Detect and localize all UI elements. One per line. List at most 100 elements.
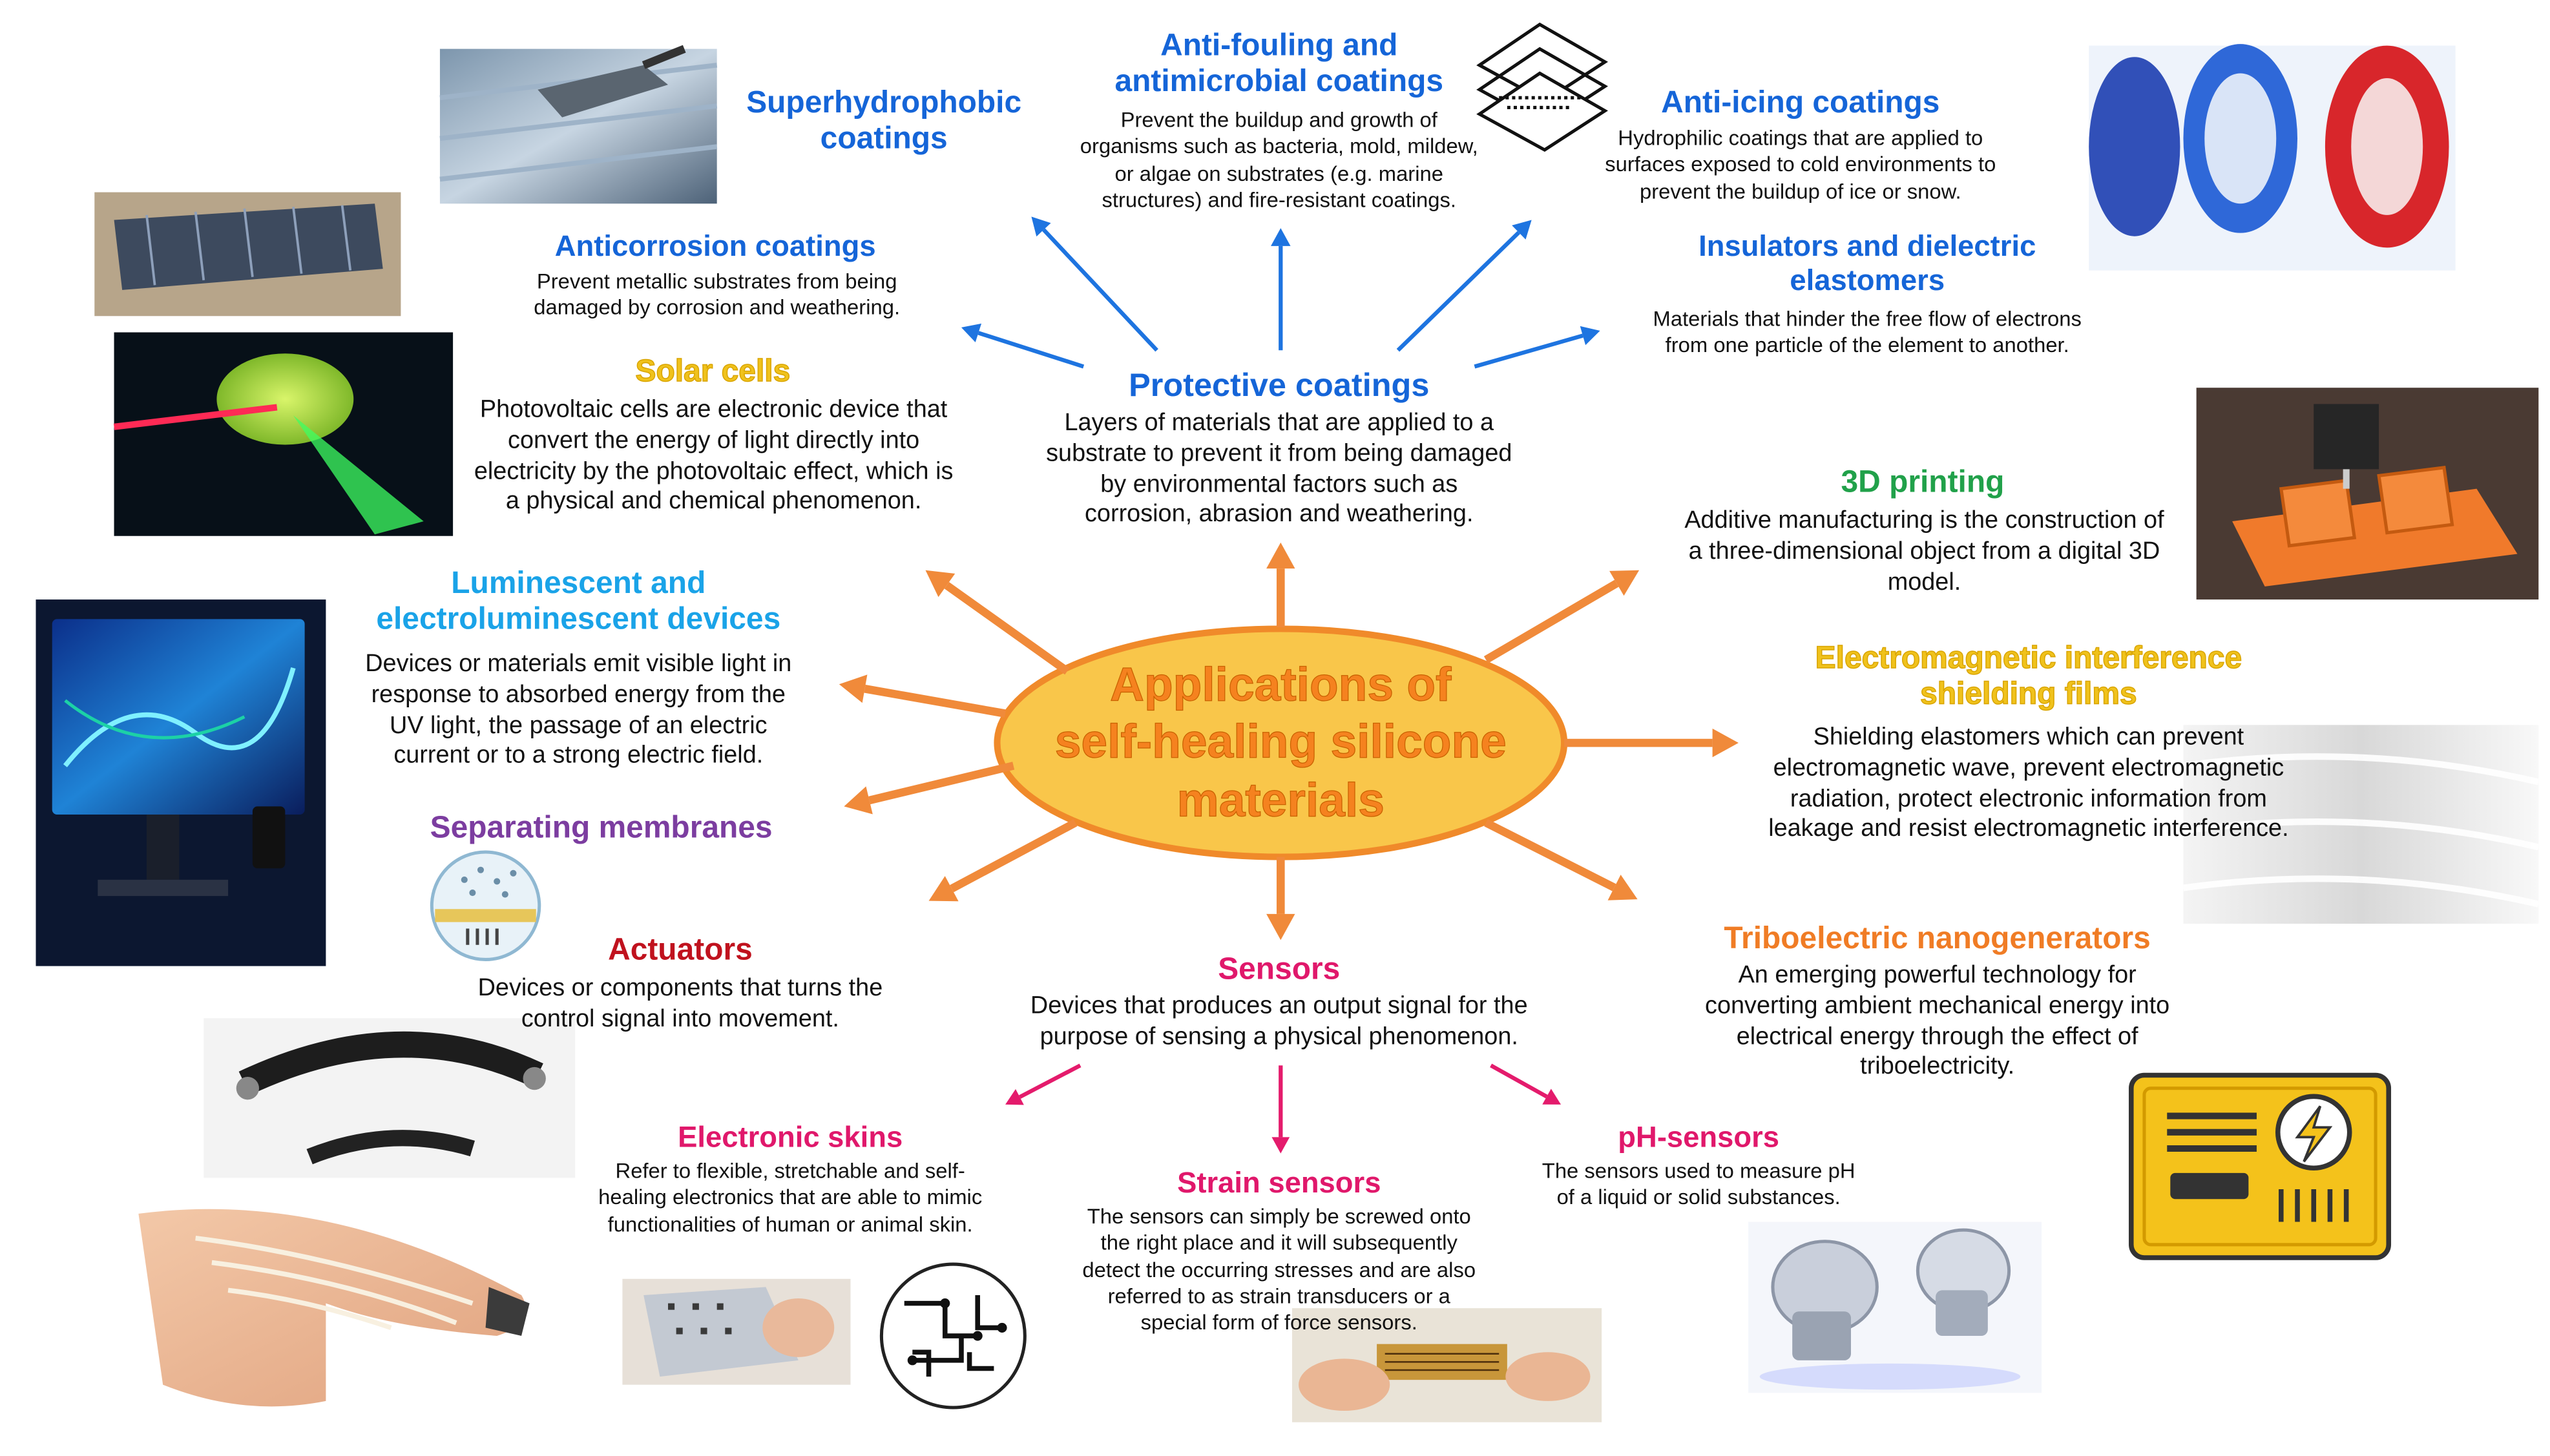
anticorrosion-title: Anticorrosion coatings xyxy=(554,229,876,263)
desc-line: damaged by corrosion and weathering. xyxy=(534,295,901,320)
arrow-to-anticorrosion xyxy=(977,331,1085,369)
title-line: electroluminescent devices xyxy=(376,602,781,637)
desc-line: current or to a strong electric field. xyxy=(393,742,764,770)
arrow-to-triboelectric xyxy=(1484,818,1616,891)
desc-line: triboelectricity. xyxy=(1860,1052,2015,1081)
center-title-line: self-healing silicone xyxy=(1054,717,1507,770)
antifouling-title: Anti-fouling and antimicrobial coatings xyxy=(1076,29,1483,100)
arrow-to-eskins-head xyxy=(1005,1088,1024,1105)
arrow-to-emi-head xyxy=(1712,728,1739,758)
eskins-title: Electronic skins xyxy=(678,1121,903,1154)
solar-panels-photo xyxy=(94,192,401,317)
desc-line: substrate to prevent it from being damag… xyxy=(1046,439,1512,468)
title-line: shielding films xyxy=(1919,677,2137,712)
printing-desc: Additive manufacturing is the constructi… xyxy=(1662,506,2186,598)
arrow-to-superhydrophobic-head xyxy=(1031,216,1051,237)
arrow-to-antifouling-head xyxy=(1271,228,1291,246)
arrow-to-antiicing xyxy=(1396,231,1521,352)
desc-line: Additive manufacturing is the constructi… xyxy=(1684,506,2164,535)
emi-title: Electromagnetic interference shielding f… xyxy=(1768,641,2289,713)
title-line: Electromagnetic interference xyxy=(1815,641,2242,676)
desc-line: Refer to flexible, stretchable and self- xyxy=(615,1158,965,1183)
arrow-to-membranes xyxy=(868,762,1015,805)
arrow-to-protective-head xyxy=(1266,542,1295,569)
ph-desc: The sensors used to measure pH of a liqu… xyxy=(1507,1158,1890,1211)
arrow-to-triboelectric-head xyxy=(1607,875,1638,900)
desc-line: healing electronics that are able to mim… xyxy=(598,1185,983,1209)
solar-desc: Photovoltaic cells are electronic device… xyxy=(453,396,974,518)
desc-line: model. xyxy=(1887,567,1961,596)
hand-eskin-photo xyxy=(138,1209,530,1407)
title-line: Luminescent and xyxy=(451,567,706,601)
desc-line: from one particle of the element to anot… xyxy=(1665,333,2069,357)
arrow-to-luminescent-head xyxy=(925,570,956,598)
insulators-title: Insulators and dielectric elastomers xyxy=(1654,230,2081,297)
arrow-to-luminescent-lower-head xyxy=(839,674,868,703)
desc-line: convert the energy of light directly int… xyxy=(508,426,920,455)
arrow-to-anticorrosion-head xyxy=(961,323,982,342)
arrow-to-3d-printing-head xyxy=(1609,570,1640,596)
title-line: coatings xyxy=(820,121,948,156)
desc-line: Shielding elastomers which can prevent xyxy=(1813,723,2244,751)
arrow-to-strain-head xyxy=(1271,1137,1290,1154)
desc-line: Prevent the buildup and growth of xyxy=(1120,107,1437,132)
arrow-to-ph xyxy=(1490,1063,1548,1099)
desc-line: Photovoltaic cells are electronic device… xyxy=(479,395,948,424)
desc-line: structures) and fire-resistant coatings. xyxy=(1102,187,1456,212)
desc-line: purpose of sensing a physical phenomenon… xyxy=(1040,1023,1518,1051)
desc-line: Devices or materials emit visible light … xyxy=(365,650,792,678)
solar-cell-laser-photo xyxy=(113,332,454,536)
membranes-title: Separating membranes xyxy=(430,811,773,846)
arrow-to-luminescent xyxy=(944,581,1070,675)
desc-line: response to absorbed energy from the xyxy=(371,680,786,709)
arrow-to-insulators-head xyxy=(1580,326,1600,346)
arrow-to-membranes-head xyxy=(844,786,873,815)
desc-line: Layers of materials that are applied to … xyxy=(1064,409,1494,437)
ph-title: pH-sensors xyxy=(1618,1121,1780,1154)
superhydrophobic-photo xyxy=(439,45,718,204)
emi-film-photo xyxy=(2182,725,2540,924)
circuit-photo xyxy=(879,1262,1027,1409)
arrow-to-sensors-head xyxy=(1266,913,1295,941)
emi-desc: Shielding elastomers which can prevent e… xyxy=(1735,723,2322,846)
protective-desc: Layers of materials that are applied to … xyxy=(1002,409,1556,531)
strain-desc: The sensors can simply be screwed onto t… xyxy=(1043,1204,1515,1336)
flex-electronics-photo xyxy=(622,1278,851,1385)
layers-icon xyxy=(1476,22,1609,152)
desc-line: Devices or components that turns the xyxy=(477,974,883,1003)
desc-line: prevent the buildup of ice or snow. xyxy=(1639,178,1961,203)
desc-line: radiation, protect electronic informatio… xyxy=(1790,784,2267,813)
title-line: Insulators and dielectric xyxy=(1698,229,2036,263)
desc-line: leakage and resist electromagnetic inter… xyxy=(1768,815,2289,843)
title-line: Superhydrophobic xyxy=(746,86,1022,121)
desc-line: control signal into movement. xyxy=(521,1004,839,1033)
desc-line: Devices that produces an output signal f… xyxy=(1030,992,1528,1020)
desc-line: Hydrophilic coatings that are applied to xyxy=(1618,125,1983,151)
luminescent-desc: Devices or materials emit visible light … xyxy=(334,650,823,772)
title-line: Anti-fouling and xyxy=(1160,29,1398,64)
solar-title: Solar cells xyxy=(635,355,791,390)
sensors-desc: Devices that produces an output signal f… xyxy=(1002,992,1556,1054)
antiicing-title: Anti-icing coatings xyxy=(1661,86,1940,121)
actuators-desc: Devices or components that turns the con… xyxy=(448,974,913,1035)
desc-line: surfaces exposed to cold environments to xyxy=(1605,152,1996,177)
desc-line: electricity by the photovoltaic effect, … xyxy=(474,457,954,485)
generator-icon xyxy=(2128,1072,2392,1260)
desc-line: a physical and chemical phenomenon. xyxy=(505,487,922,515)
title-line: elastomers xyxy=(1790,263,1945,296)
triboelectric-desc: An emerging powerful technology for conv… xyxy=(1686,961,2188,1083)
arrow-to-antiicing-head xyxy=(1512,220,1532,240)
center-title-line: materials xyxy=(1176,775,1385,827)
arrow-to-eskins xyxy=(1018,1063,1082,1099)
desc-line: organisms such as bacteria, mold, mildew… xyxy=(1080,134,1478,159)
antiicing-desc: Hydrophilic coatings that are applied to… xyxy=(1556,125,2045,205)
desc-line: special form of force sensors. xyxy=(1140,1309,1417,1335)
strain-title: Strain sensors xyxy=(1177,1166,1381,1200)
desc-line: a three-dimensional object from a digita… xyxy=(1688,537,2160,565)
desc-line: of a liquid or solid substances. xyxy=(1556,1185,1841,1209)
title-line: antimicrobial coatings xyxy=(1114,65,1444,99)
desc-line: detect the occurring stresses and are al… xyxy=(1082,1256,1476,1282)
sensors-title: Sensors xyxy=(1218,953,1341,988)
